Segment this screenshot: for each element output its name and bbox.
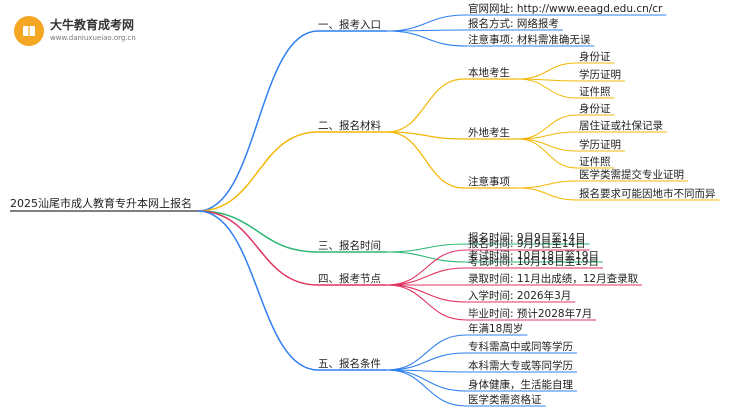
leaf-branch-1-1 bbox=[386, 14, 467, 32]
logo-title: 大牛教育成考网 bbox=[50, 18, 135, 32]
section-node-4: 四、报考节点 bbox=[318, 272, 381, 285]
root-node: 2025汕尾市成人教育专升本网上报名 bbox=[10, 196, 192, 210]
group-node: 外地考生 bbox=[468, 126, 510, 139]
section-node-5: 五、报名条件 bbox=[318, 357, 381, 370]
group-branch-3 bbox=[386, 131, 465, 189]
subleaf-branch-3-1 bbox=[517, 180, 578, 189]
leaf-node: 考试时间: 10月18日至19日 bbox=[468, 249, 599, 262]
group-branch-1 bbox=[386, 78, 465, 133]
book-icon bbox=[14, 16, 44, 46]
subleaf-branch-1-3 bbox=[517, 78, 578, 99]
group-branch-2 bbox=[386, 131, 465, 140]
leaf-branch-5-5 bbox=[386, 369, 467, 407]
subleaf-node: 证件照 bbox=[579, 156, 611, 168]
leaf-branch-4-5 bbox=[386, 284, 467, 321]
section-node-3: 三、报名时间 bbox=[318, 239, 381, 252]
section-node-1: 一、报考入口 bbox=[318, 18, 381, 31]
subleaf-node: 学历证明 bbox=[579, 138, 621, 151]
leaf-node: 本科需大专或等同学历 bbox=[468, 359, 573, 372]
site-logo: 大牛教育成考网 www.daniuxueiao.org.cn bbox=[14, 14, 136, 48]
leaf-node: 医学类需资格证 bbox=[468, 393, 542, 406]
group-node: 本地考生 bbox=[468, 66, 510, 79]
subleaf-node: 医学类需提交专业证明 bbox=[579, 168, 684, 181]
leaf-node: 注意事项: 材料需准确无误 bbox=[468, 33, 591, 46]
subleaf-node: 身份证 bbox=[579, 102, 611, 115]
leaf-node: 专科需高中或同等学历 bbox=[468, 340, 573, 353]
leaf-branch-4-2 bbox=[386, 267, 467, 286]
leaf-node: 入学时间: 2026年3月 bbox=[468, 289, 571, 302]
subleaf-node: 报名要求可能因地市不同而异 bbox=[579, 187, 716, 200]
subleaf-branch-3-2 bbox=[517, 187, 578, 201]
leaf-node: 官网网址: http://www.eeagd.edu.cn/cr bbox=[468, 2, 663, 15]
subleaf-node: 居住证或社保记录 bbox=[579, 119, 663, 132]
section-branch-1 bbox=[197, 30, 319, 212]
leaf-branch-5-1 bbox=[386, 334, 467, 371]
leaf-branch-3-1 bbox=[386, 243, 467, 253]
subleaf-node: 学历证明 bbox=[579, 68, 621, 81]
leaf-node: 录取时间: 11月出成绩，12月查录取 bbox=[468, 272, 639, 285]
subleaf-branch-1-1 bbox=[517, 62, 578, 80]
leaf-branch-5-2 bbox=[386, 352, 467, 371]
leaf-branch-4-1 bbox=[386, 249, 467, 286]
leaf-node: 年满18周岁 bbox=[468, 322, 523, 335]
leaf-node: 考试时间: 10月18日至19日 bbox=[468, 255, 599, 268]
subleaf-branch-2-4 bbox=[517, 138, 578, 169]
section-branch-2 bbox=[197, 131, 319, 212]
subleaf-node: 身份证 bbox=[579, 50, 611, 63]
section-branch-4 bbox=[197, 210, 319, 286]
leaf-node: 报名时间: 9月9日至14日 bbox=[468, 231, 586, 244]
leaf-node: 身体健康，生活能自理 bbox=[468, 378, 573, 391]
leaf-node: 报名时间: 9月9日至14日 bbox=[468, 237, 586, 250]
group-node: 注意事项 bbox=[468, 175, 510, 188]
subleaf-node: 证件照 bbox=[579, 86, 611, 98]
leaf-node: 毕业时间: 预计2028年7月 bbox=[468, 307, 592, 320]
logo-subtitle: www.daniuxueiao.org.cn bbox=[50, 34, 136, 42]
section-branch-3 bbox=[197, 210, 319, 253]
leaf-branch-3-2 bbox=[386, 251, 467, 263]
section-branch-5 bbox=[197, 210, 319, 371]
subleaf-branch-2-3 bbox=[517, 138, 578, 152]
leaf-node: 报名方式: 网络报考 bbox=[468, 17, 559, 30]
leaf-branch-4-4 bbox=[386, 284, 467, 303]
leaf-branch-1-3 bbox=[386, 30, 467, 47]
section-node-2: 二、报名材料 bbox=[318, 119, 381, 132]
